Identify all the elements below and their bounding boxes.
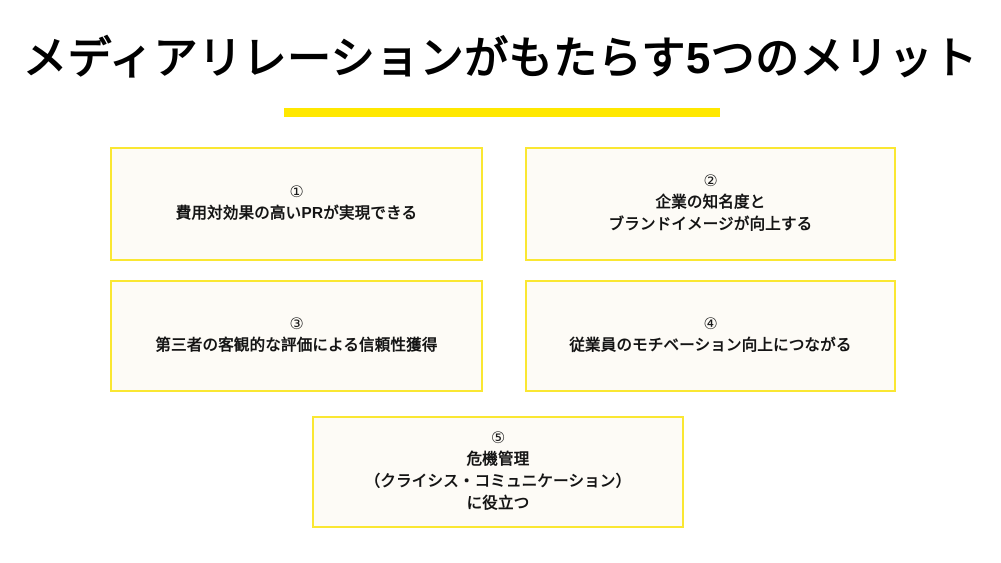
benefit-number-3: ③ xyxy=(289,316,304,333)
benefit-box-5: ⑤ 危機管理 （クライシス・コミュニケーション） に役立つ xyxy=(312,416,684,528)
benefit-box-1: ① 費用対効果の高いPRが実現できる xyxy=(110,147,483,261)
title-underline-accent xyxy=(284,108,720,117)
benefit-number-5: ⑤ xyxy=(490,430,506,447)
page-title: メディアリレーションがもたらす5つのメリット xyxy=(23,34,978,83)
benefit-text-5: 危機管理 （クライシス・コミュニケーション） に役立つ xyxy=(364,451,632,512)
benefit-text-1: 費用対効果の高いPRが実現できる xyxy=(175,205,418,222)
benefit-number-1: ① xyxy=(289,184,304,201)
benefit-box-3: ③ 第三者の客観的な評価による信頼性獲得 xyxy=(110,280,483,392)
benefit-box-4: ④ 従業員のモチベーション向上につながる xyxy=(525,280,896,392)
benefit-number-4: ④ xyxy=(703,316,718,333)
benefit-box-2: ② 企業の知名度と ブランドイメージが向上する xyxy=(525,147,896,261)
benefit-text-3: 第三者の客観的な評価による信頼性獲得 xyxy=(155,337,438,354)
benefit-text-2: 企業の知名度と ブランドイメージが向上する xyxy=(608,194,813,233)
benefit-text-4: 従業員のモチベーション向上につながる xyxy=(569,337,852,354)
benefit-number-2: ② xyxy=(703,173,718,190)
